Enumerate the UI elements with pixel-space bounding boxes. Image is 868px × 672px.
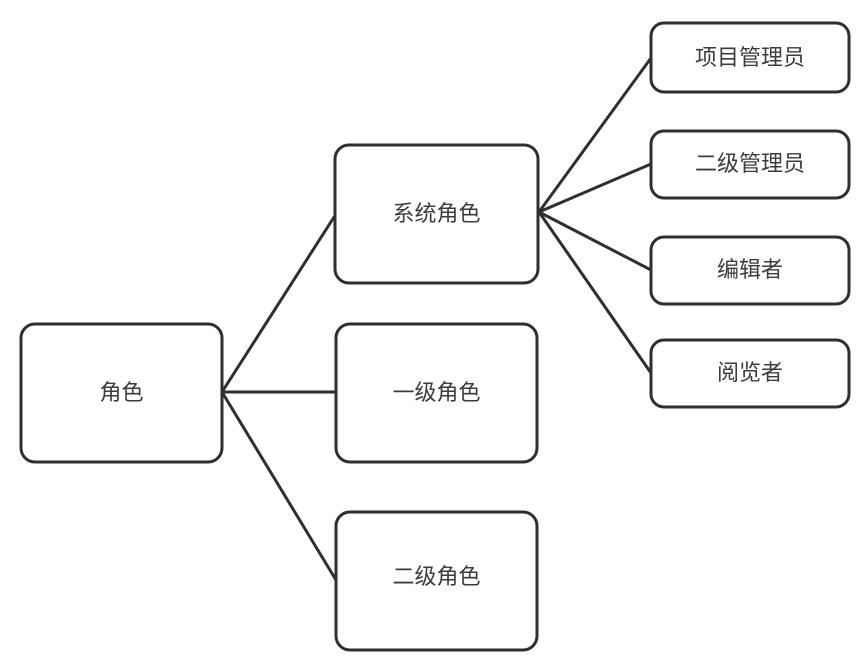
edge-role-to-system-role: [220, 212, 338, 394]
node-role-root[interactable]: 角色: [19, 322, 224, 464]
node-viewer-label: 阅览者: [717, 361, 783, 386]
node-secondary-admin-label: 二级管理员: [695, 152, 805, 177]
edge-group-root: [220, 212, 338, 582]
node-editor[interactable]: 编辑者: [649, 235, 851, 306]
node-secondary-admin-box: [649, 129, 851, 200]
node-system-role-label: 系统角色: [392, 202, 480, 227]
edge-system-role-to-project-admin: [537, 56, 653, 214]
edge-system-role-to-secondary-admin: [537, 162, 653, 214]
node-level1-role[interactable]: 一级角色: [334, 322, 539, 464]
node-level2-role[interactable]: 二级角色: [334, 510, 539, 652]
node-project-admin-label: 项目管理员: [695, 46, 805, 71]
node-project-admin[interactable]: 项目管理员: [649, 21, 851, 94]
edge-system-role-to-editor: [537, 210, 653, 272]
node-editor-label: 编辑者: [717, 258, 783, 283]
edge-group-system-role: [537, 56, 653, 375]
node-level2-role-box: [334, 510, 539, 652]
node-viewer-box: [649, 338, 851, 409]
node-role-root-box: [19, 322, 224, 464]
edge-system-role-to-viewer: [537, 210, 653, 375]
node-secondary-admin[interactable]: 二级管理员: [649, 129, 851, 200]
node-level2-role-label: 二级角色: [392, 565, 480, 590]
node-role-root-label: 角色: [99, 381, 143, 406]
edge-role-to-level2-role: [220, 390, 338, 582]
node-level1-role-label: 一级角色: [392, 381, 480, 406]
node-system-role[interactable]: 系统角色: [333, 143, 540, 285]
node-viewer[interactable]: 阅览者: [649, 338, 851, 409]
node-level1-role-box: [334, 322, 539, 464]
node-editor-box: [649, 235, 851, 306]
node-system-role-box: [333, 143, 540, 285]
node-project-admin-box: [649, 21, 851, 94]
